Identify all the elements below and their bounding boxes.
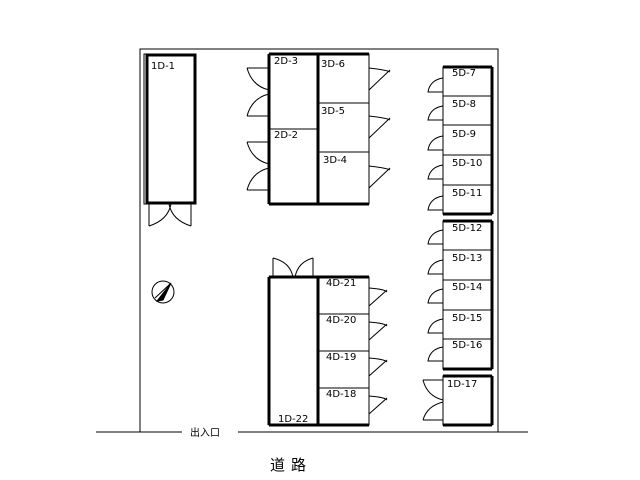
- north-arrow-icon: [151, 280, 175, 304]
- unit-5D-16[interactable]: 5D-16: [427, 340, 482, 362]
- svg-text:4D-19: 4D-19: [326, 352, 356, 363]
- unit-5D-9[interactable]: 5D-9: [427, 129, 476, 151]
- svg-text:3D-6: 3D-6: [321, 59, 345, 70]
- svg-text:1D-22: 1D-22: [278, 414, 308, 425]
- door-icon: [368, 395, 388, 415]
- svg-text:4D-18: 4D-18: [326, 389, 356, 400]
- site-boundary: [139, 48, 499, 432]
- block-5D-lower: [442, 219, 494, 371]
- door-icon: [246, 67, 270, 117]
- block-4D: [316, 275, 370, 427]
- unit-5D-7[interactable]: 5D-7: [427, 68, 476, 93]
- door-icon: [427, 77, 444, 93]
- entrance-label: 出入口: [190, 426, 220, 439]
- svg-text:5D-9: 5D-9: [452, 129, 476, 140]
- svg-text:5D-8: 5D-8: [452, 99, 476, 110]
- block-5D-upper: [442, 65, 494, 216]
- unit-5D-14[interactable]: 5D-14: [427, 282, 482, 304]
- unit-5D-15[interactable]: 5D-15: [427, 313, 482, 334]
- svg-text:5D-10: 5D-10: [452, 158, 482, 169]
- unit-3D-4[interactable]: 3D-4: [323, 155, 391, 189]
- svg-text:5D-15: 5D-15: [452, 313, 482, 324]
- unit-5D-11[interactable]: 5D-11: [427, 188, 482, 211]
- door-icon: [427, 346, 444, 362]
- door-icon: [427, 318, 444, 334]
- unit-1D-1[interactable]: 1D-1: [143, 53, 197, 227]
- block-3D: [316, 52, 370, 206]
- svg-text:3D-5: 3D-5: [321, 106, 345, 117]
- unit-4D-18[interactable]: 4D-18: [326, 389, 388, 415]
- svg-text:5D-14: 5D-14: [452, 282, 482, 293]
- unit-5D-10[interactable]: 5D-10: [427, 158, 482, 180]
- door-icon: [427, 229, 444, 245]
- svg-text:4D-20: 4D-20: [326, 315, 356, 326]
- door-icon: [272, 257, 314, 278]
- unit-5D-8[interactable]: 5D-8: [427, 99, 476, 121]
- door-icon: [368, 67, 391, 91]
- unit-4D-19[interactable]: 4D-19: [326, 352, 388, 377]
- door-icon: [368, 287, 388, 307]
- svg-text:1D-1: 1D-1: [151, 61, 175, 72]
- svg-text:2D-3: 2D-3: [274, 56, 298, 67]
- unit-2D-2[interactable]: 2D-2: [246, 130, 298, 191]
- unit-2D-3[interactable]: 2D-3: [246, 56, 298, 117]
- door-icon: [148, 203, 192, 227]
- svg-text:5D-12: 5D-12: [452, 223, 482, 234]
- door-icon: [368, 115, 391, 139]
- svg-text:5D-13: 5D-13: [452, 253, 482, 264]
- svg-text:1D-17: 1D-17: [447, 379, 477, 390]
- svg-text:2D-2: 2D-2: [274, 130, 298, 141]
- unit-4D-20[interactable]: 4D-20: [326, 315, 388, 341]
- svg-text:5D-7: 5D-7: [452, 68, 476, 79]
- unit-5D-13[interactable]: 5D-13: [427, 253, 482, 275]
- svg-text:3D-4: 3D-4: [323, 155, 347, 166]
- door-icon: [427, 259, 444, 275]
- door-icon: [368, 357, 388, 377]
- door-icon: [427, 105, 444, 121]
- door-icon: [368, 165, 391, 189]
- unit-3D-6[interactable]: 3D-6: [321, 59, 391, 91]
- door-icon: [246, 141, 270, 191]
- block-2D: [267, 52, 319, 206]
- unit-4D-21[interactable]: 4D-21: [326, 278, 388, 307]
- svg-text:5D-16: 5D-16: [452, 340, 482, 351]
- svg-text:4D-21: 4D-21: [326, 278, 356, 289]
- door-icon: [368, 321, 388, 341]
- door-icon: [427, 135, 444, 151]
- door-icon: [427, 195, 444, 211]
- door-icon: [427, 164, 444, 180]
- svg-text:5D-11: 5D-11: [452, 188, 482, 199]
- unit-5D-12[interactable]: 5D-12: [427, 223, 482, 245]
- unit-1D-17[interactable]: 1D-17: [422, 374, 494, 427]
- unit-3D-5[interactable]: 3D-5: [321, 106, 391, 139]
- door-icon: [422, 379, 444, 421]
- door-icon: [427, 288, 444, 304]
- unit-1D-22[interactable]: 1D-22: [267, 257, 319, 427]
- road-label: 道路: [270, 456, 312, 474]
